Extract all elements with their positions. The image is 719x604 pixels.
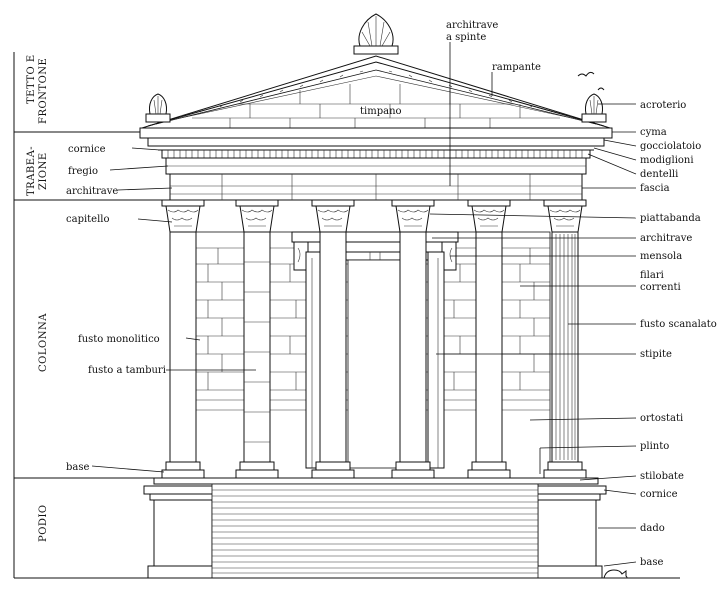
label-filari-correnti-1: filari — [640, 270, 664, 281]
column-4 — [391, 199, 435, 479]
tympanum-masonry — [192, 84, 560, 128]
label-plinto: plinto — [640, 441, 669, 452]
label-architrave-spinte-1: architrave — [446, 20, 498, 31]
acroterion-right — [581, 93, 607, 123]
label-architrave-left: architrave — [66, 186, 118, 197]
columns — [161, 199, 587, 479]
label-stipite: stipite — [640, 349, 672, 360]
label-filari-correnti-2: correnti — [640, 282, 681, 293]
label-ortostati: ortostati — [640, 413, 683, 424]
section-label-podio: PODIO — [38, 504, 49, 542]
column-5 — [467, 199, 511, 479]
podium-left-block — [143, 485, 223, 579]
label-gocciolatoio: gocciolatoio — [640, 141, 701, 152]
label-mensola: mensola — [640, 251, 682, 262]
column-6-fluted — [543, 199, 587, 479]
label-fregio: fregio — [68, 166, 98, 177]
label-modiglioni: modiglioni — [640, 155, 694, 166]
label-acroterio: acroterio — [640, 100, 686, 111]
label-piattabanda: piattabanda — [640, 213, 701, 224]
portal — [291, 231, 459, 469]
acroterion-top — [353, 13, 399, 55]
bird-icon — [577, 71, 595, 77]
label-base-right: base — [640, 557, 663, 568]
label-fascia: fascia — [640, 183, 670, 194]
label-cyma: cyma — [640, 127, 667, 138]
column-2 — [235, 199, 279, 479]
dentil-band — [161, 149, 591, 159]
label-fusto-scanalato: fusto scanalato — [640, 319, 717, 330]
acroterion-left — [145, 93, 171, 123]
rake-dentils — [179, 70, 573, 118]
section-label-tetto-2: FRONTONE — [38, 58, 49, 124]
stairs — [211, 483, 539, 579]
label-dentelli: dentelli — [640, 169, 678, 180]
label-architrave-right: architrave — [640, 233, 692, 244]
entablature — [165, 157, 587, 201]
section-label-colonna: COLONNA — [38, 313, 49, 372]
cat-icon — [603, 569, 628, 579]
column-1 — [161, 199, 205, 479]
section-label-trabeazione-1: TRABEA- — [26, 146, 37, 196]
label-capitello: capitello — [66, 214, 110, 225]
label-dado: dado — [640, 523, 665, 534]
section-label-trabeazione-2: ZIONE — [38, 152, 49, 190]
label-fusto-monolitico: fusto monolitico — [78, 334, 160, 345]
label-rampante: rampante — [492, 62, 541, 73]
label-fusto-tamburi: fusto a tamburi — [88, 365, 166, 376]
podium-right-block — [527, 485, 607, 579]
label-cornice-right: cornice — [640, 489, 678, 500]
label-timpano: timpano — [360, 106, 402, 117]
pediment — [139, 55, 613, 159]
leader-lines — [91, 42, 637, 567]
architrave-joints — [221, 174, 531, 200]
column-3 — [311, 199, 355, 479]
podium — [40, 477, 680, 579]
label-base-left: base — [66, 462, 89, 473]
label-architrave-spinte-2: a spinte — [446, 32, 486, 43]
label-cornice-left: cornice — [68, 144, 106, 155]
label-stilobate: stilobate — [640, 471, 684, 482]
section-label-tetto-1: TETTO E — [26, 54, 37, 104]
bird-icon-2 — [597, 87, 605, 91]
